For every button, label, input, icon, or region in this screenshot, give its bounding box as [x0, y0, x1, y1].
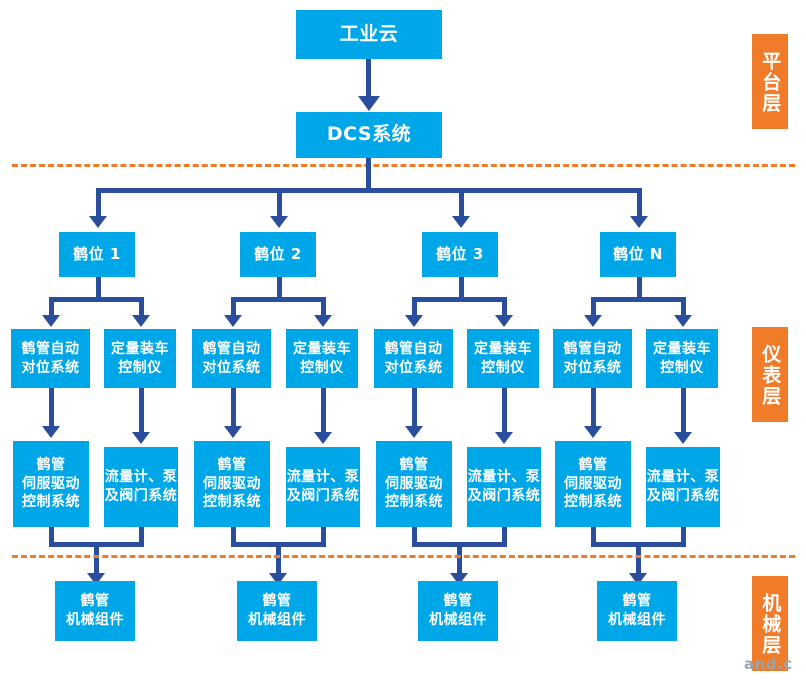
connector-bus-to-bay-1	[96, 188, 101, 218]
arrow-cloud-to-dcs-icon	[358, 96, 380, 111]
layer-label-instrument: 仪表层	[752, 327, 788, 422]
connector-bay-4-bus	[591, 297, 686, 302]
connector-bay-2-to-instr-2	[321, 297, 326, 317]
connector-bay-3-down	[459, 277, 464, 300]
connector-bay-2-to-instr-1	[231, 297, 236, 317]
arrow-bay-1-to-instr-2-icon	[132, 315, 150, 327]
arrow-bay-1-to-instr-1-icon	[42, 315, 60, 327]
connector-device-6-down	[502, 527, 507, 545]
connector-instr-8-to-device-8	[681, 388, 686, 434]
divider-platform-instrument	[12, 164, 795, 167]
layer-label-mechanical: 机械层	[752, 576, 788, 671]
node-industrial-cloud[interactable]: 工业云	[296, 10, 442, 59]
node-bay-3[interactable]: 鹤位 3	[422, 232, 498, 277]
connector-instr-6-to-device-6	[502, 388, 507, 434]
node-mechanical-2[interactable]: 鹤管 机械组件	[237, 581, 317, 641]
node-device-1[interactable]: 鹤管 伺服驱动 控制系统	[13, 441, 89, 527]
connector-merge-2-to-mech-2	[276, 542, 281, 575]
connector-bay-1-down	[96, 277, 101, 300]
node-instrument-2[interactable]: 定量装车 控制仪	[104, 329, 176, 388]
arrow-bay-4-to-instr-1-icon	[584, 315, 602, 327]
node-mechanical-4[interactable]: 鹤管 机械组件	[597, 581, 677, 641]
arrow-instr-4-to-device-4-icon	[314, 432, 332, 444]
connector-bay-1-to-instr-2	[139, 297, 144, 317]
arrow-instr-1-to-device-1-icon	[42, 426, 60, 438]
connector-device-4-down	[321, 527, 326, 545]
connector-instr-7-to-device-7	[591, 388, 596, 428]
connector-instr-1-to-device-1	[49, 388, 54, 428]
node-instrument-4[interactable]: 定量装车 控制仪	[286, 329, 358, 388]
node-device-8[interactable]: 流量计、泵 及阀门系统	[646, 447, 720, 527]
layer-label-platform: 平台层	[752, 34, 788, 129]
node-dcs-system[interactable]: DCS系统	[296, 112, 442, 158]
connector-bay-3-to-instr-1	[412, 297, 417, 317]
connector-bus-to-bay-2	[277, 188, 282, 218]
arrow-instr-8-to-device-8-icon	[674, 432, 692, 444]
connector-instr-5-to-device-5	[412, 388, 417, 428]
connector-instr-4-to-device-4	[321, 388, 326, 434]
connector-instr-3-to-device-3	[231, 388, 236, 428]
connector-bay-bus	[96, 188, 641, 193]
connector-bus-to-bay-3	[459, 188, 464, 218]
connector-bay-3-bus	[412, 297, 507, 302]
arrow-instr-5-to-device-5-icon	[405, 426, 423, 438]
divider-instrument-mechanical	[12, 555, 795, 558]
arrow-bay-3-to-instr-2-icon	[495, 315, 513, 327]
node-device-7[interactable]: 鹤管 伺服驱动 控制系统	[555, 441, 631, 527]
node-device-2[interactable]: 流量计、泵 及阀门系统	[104, 447, 178, 527]
node-bay-2[interactable]: 鹤位 2	[240, 232, 316, 277]
arrow-bus-to-bay-4-icon	[630, 216, 648, 228]
node-bay-4[interactable]: 鹤位 N	[600, 232, 676, 277]
node-instrument-7[interactable]: 鹤管自动 对位系统	[553, 329, 632, 388]
watermark-text: and.c	[744, 655, 793, 673]
node-instrument-5[interactable]: 鹤管自动 对位系统	[374, 329, 453, 388]
arrow-instr-6-to-device-6-icon	[495, 432, 513, 444]
node-bay-1[interactable]: 鹤位 1	[59, 232, 135, 277]
connector-merge-3-to-mech-3	[457, 542, 462, 575]
connector-instr-2-to-device-2	[139, 388, 144, 434]
connector-merge-4-to-mech-4	[636, 542, 641, 575]
connector-bay-2-bus	[231, 297, 326, 302]
node-instrument-3[interactable]: 鹤管自动 对位系统	[192, 329, 271, 388]
connector-bay-4-down	[637, 277, 642, 300]
node-mechanical-3[interactable]: 鹤管 机械组件	[418, 581, 498, 641]
connector-bay-4-to-instr-2	[681, 297, 686, 317]
node-device-6[interactable]: 流量计、泵 及阀门系统	[467, 447, 541, 527]
arrow-bay-4-to-instr-2-icon	[674, 315, 692, 327]
arrow-bus-to-bay-3-icon	[452, 216, 470, 228]
connector-device-5-down	[412, 527, 417, 545]
arrow-instr-7-to-device-7-icon	[584, 426, 602, 438]
connector-bus-to-bay-4	[637, 188, 642, 218]
node-instrument-1[interactable]: 鹤管自动 对位系统	[11, 329, 90, 388]
node-device-4[interactable]: 流量计、泵 及阀门系统	[286, 447, 360, 527]
connector-dcs-down	[366, 158, 371, 193]
node-instrument-8[interactable]: 定量装车 控制仪	[646, 329, 718, 388]
connector-bay-4-to-instr-1	[591, 297, 596, 317]
arrow-bay-2-to-instr-1-icon	[224, 315, 242, 327]
arrow-instr-3-to-device-3-icon	[224, 426, 242, 438]
arrow-bus-to-bay-1-icon	[89, 216, 107, 228]
node-instrument-6[interactable]: 定量装车 控制仪	[467, 329, 539, 388]
connector-merge-1-to-mech-1	[94, 542, 99, 575]
connector-cloud-to-dcs	[366, 59, 371, 98]
node-mechanical-1[interactable]: 鹤管 机械组件	[55, 581, 135, 641]
connector-bay-1-to-instr-1	[49, 297, 54, 317]
node-device-5[interactable]: 鹤管 伺服驱动 控制系统	[376, 441, 452, 527]
connector-device-7-down	[591, 527, 596, 545]
connector-bay-2-down	[277, 277, 282, 300]
arrow-bay-3-to-instr-1-icon	[405, 315, 423, 327]
connector-device-8-down	[681, 527, 686, 545]
node-device-3[interactable]: 鹤管 伺服驱动 控制系统	[194, 441, 270, 527]
connector-bay-1-bus	[49, 297, 144, 302]
connector-device-3-down	[231, 527, 236, 545]
arrow-bus-to-bay-2-icon	[270, 216, 288, 228]
connector-bay-3-to-instr-2	[502, 297, 507, 317]
connector-device-2-down	[139, 527, 144, 545]
arrow-bay-2-to-instr-2-icon	[314, 315, 332, 327]
connector-device-1-down	[49, 527, 54, 545]
arrow-instr-2-to-device-2-icon	[132, 432, 150, 444]
